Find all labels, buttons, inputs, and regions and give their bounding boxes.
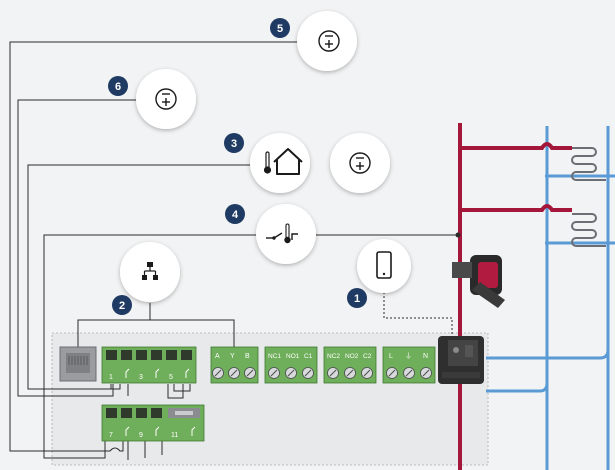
- terminal-c1-label: C1: [304, 353, 313, 360]
- ethernet-port: [59, 346, 97, 382]
- temperature-switch-icon: [266, 223, 298, 244]
- terminal-block-top: 1 3 5: [101, 346, 197, 384]
- signal-module-5: [297, 11, 357, 71]
- thermostat-house-icon: [263, 148, 303, 175]
- wireless-link: [383, 292, 453, 343]
- badge-5-label: 5: [277, 23, 283, 35]
- terminal-a-label: A: [215, 353, 220, 360]
- terminal-nc2-label: NC2: [327, 353, 340, 360]
- badge-3: [224, 133, 244, 153]
- terminal-9-label: 9: [139, 432, 143, 439]
- junction-dot: [455, 232, 461, 238]
- terminal-block-power: L ⏚ N: [382, 346, 436, 384]
- terminal-11-label: 11: [171, 432, 178, 439]
- plus-minus-signal-icon: [155, 88, 177, 110]
- controller-unit: [438, 336, 484, 384]
- hot-water-pipes: [458, 123, 572, 470]
- badge-3-label: 3: [231, 138, 237, 150]
- thermostat-module-3: [250, 133, 310, 193]
- terminal-n-label: N: [423, 353, 428, 360]
- badge-2-label: 2: [119, 300, 125, 312]
- terminal-3-label: 3: [139, 374, 143, 381]
- badge-6: [108, 76, 128, 96]
- signal-wires: [9, 41, 460, 460]
- network-module-2: [120, 242, 180, 302]
- cold-water-pipes: [486, 126, 615, 470]
- terminal-block-ayb: A Y B: [210, 346, 259, 384]
- smartphone-icon: [376, 251, 392, 279]
- terminal-b-label: B: [245, 353, 250, 360]
- badge-4: [225, 204, 245, 224]
- terminal-ground-label: ⏚: [405, 352, 412, 360]
- terminal-c2-label: C2: [363, 353, 372, 360]
- plus-minus-signal-icon: [349, 152, 371, 174]
- terminal-block-bottom: 7 9 11: [101, 404, 205, 442]
- terminal-1-label: 1: [109, 374, 113, 381]
- terminal-nc1-label: NC1: [268, 353, 281, 360]
- badge-1: [347, 288, 367, 308]
- badge-5: [270, 18, 290, 38]
- terminal-5-label: 5: [169, 374, 173, 381]
- network-icon: [142, 262, 158, 280]
- terminal-l-label: L: [389, 353, 393, 360]
- badge-6-label: 6: [115, 81, 121, 93]
- terminal-block-relay2: NC2 NO2 C2: [323, 346, 377, 384]
- terminal-y-label: Y: [230, 353, 235, 360]
- smartphone-module-1: [357, 239, 411, 293]
- badge-1-label: 1: [354, 293, 360, 305]
- badge-2: [112, 295, 132, 315]
- badge-4-label: 4: [232, 209, 239, 221]
- radiators: [571, 147, 606, 247]
- terminal-no1-label: NO1: [286, 353, 300, 360]
- circulator-pump: [452, 255, 505, 308]
- terminal-block-relay1: NC1 NO1 C1: [264, 346, 318, 384]
- terminal-no2-label: NO2: [345, 353, 359, 360]
- plus-minus-signal-icon: [318, 30, 340, 52]
- terminal-7-label: 7: [109, 432, 113, 439]
